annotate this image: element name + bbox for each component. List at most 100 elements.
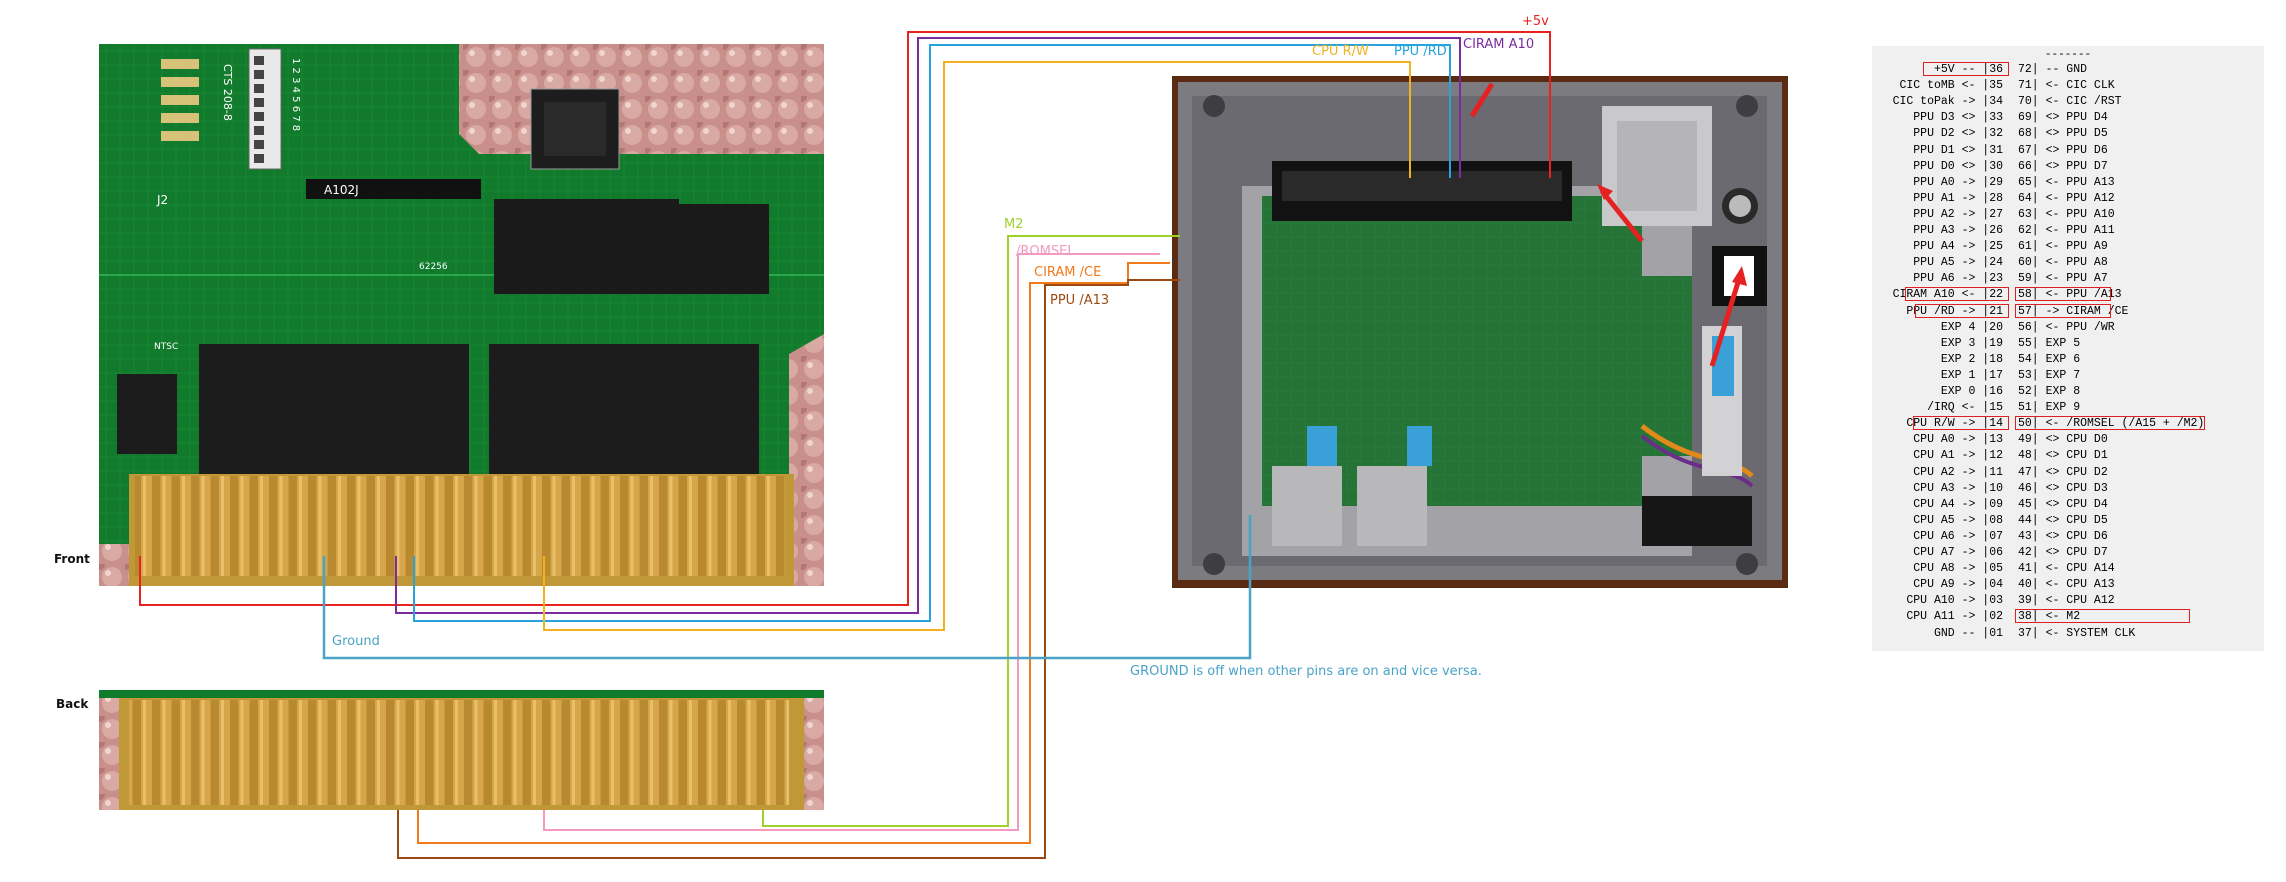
- pinout-row: EXP 3 |19 55| EXP 5: [1872, 336, 2264, 352]
- pin-right-cell: 58| <- PPU /A13: [2018, 288, 2122, 302]
- pin-highlight-box: [1923, 62, 2009, 76]
- pinout-row: PPU A2 -> |27 63| <- PPU A10: [1872, 207, 2264, 223]
- pinout-row: CPU A3 -> |10 46| <> CPU D3: [1872, 481, 2264, 497]
- pinout-row: CPU A11 -> |02 38| <- M2: [1872, 609, 2264, 625]
- pinout-row: PPU A4 -> |25 61| <- PPU A9: [1872, 239, 2264, 255]
- pin-left-cell: GND -- |01: [1933, 626, 2003, 640]
- pin-right-cell: 62| <- PPU A11: [2018, 224, 2115, 237]
- pin-right-cell: 50| <- /ROMSEL (/A15 + /M2): [2018, 417, 2205, 431]
- pin-right-cell: 39| <- CPU A12: [2018, 594, 2115, 608]
- pin-left-cell: PPU A2 -> |27: [1913, 207, 2003, 221]
- pin-left-cell: PPU A0 -> |29: [1913, 175, 2003, 189]
- pin-left-cell: EXP 1 |17: [1940, 368, 2003, 382]
- chip-id-label: A102J: [324, 183, 359, 197]
- cartridge-board-back-photo: [99, 690, 824, 810]
- pin-left-cell: EXP 3 |19: [1940, 336, 2003, 350]
- pin-right-cell: 57| -> CIRAM /CE: [2018, 304, 2129, 318]
- wire-label-ciram-a10: CIRAM A10: [1463, 37, 1535, 52]
- pin-left-cell: CPU A0 -> |13: [1913, 433, 2003, 447]
- pin-right-cell: 65| <- PPU A13: [2018, 175, 2115, 189]
- pin-highlight-box: [2015, 416, 2205, 431]
- pin-left-cell: CPU A11 -> |02: [1906, 610, 2003, 624]
- pin-right-cell: 46| <> CPU D3: [2018, 481, 2108, 495]
- dip-switch-label: CTS 208-8: [221, 64, 234, 121]
- pin-right-cell: 54| EXP 6: [2018, 352, 2081, 366]
- pin-left-cell: CIC toPak -> |34: [1892, 95, 2003, 109]
- pin-highlight-box: [2015, 609, 2190, 624]
- pin-right-cell: 63| <- PPU A10: [2018, 207, 2115, 221]
- pin-right-cell: 52| EXP 8: [2018, 385, 2081, 398]
- ntsc-label: NTSC: [154, 342, 178, 352]
- wire-romsel: [543, 253, 1160, 831]
- pin-left-cell: PPU D1 <> |31: [1913, 143, 2003, 157]
- pin-left-cell: PPU D3 <> |33: [1913, 111, 2003, 125]
- pin-right-cell: 44| <> CPU D5: [2018, 513, 2108, 527]
- pin-left-cell: +5V -- |36: [1933, 63, 2003, 76]
- pin-right-cell: 67| <> PPU D6: [2018, 143, 2108, 157]
- pin-right-cell: 69| <> PPU D4: [2018, 111, 2108, 125]
- pin-left-cell: CPU A10 -> |03: [1906, 594, 2003, 608]
- pin-right-cell: 38| <- M2: [2018, 610, 2081, 624]
- wire-label-ppu-a13: PPU /A13: [1050, 293, 1110, 308]
- pin-left-cell: PPU D0 <> |30: [1913, 159, 2003, 173]
- pin-right-cell: 51| EXP 9: [2018, 401, 2081, 415]
- wire-ciram-ce: [417, 262, 1170, 844]
- pin-left-cell: CPU A4 -> |09: [1913, 497, 2003, 511]
- pin-left-cell: PPU D2 <> |32: [1913, 127, 2003, 141]
- wire-plus5v: [139, 31, 1551, 606]
- pin-right-cell: 37| <- SYSTEM CLK: [2018, 626, 2136, 640]
- ground-note: GROUND is off when other pins are on and…: [1130, 664, 1482, 679]
- wire-cpu-rw: [543, 61, 1411, 631]
- pin-left-cell: PPU A5 -> |24: [1913, 256, 2003, 270]
- pin-right-cell: 53| EXP 7: [2018, 368, 2081, 382]
- pinout-row: PPU A0 -> |29 65| <- PPU A13: [1872, 175, 2264, 191]
- wire-ppu-a13: [397, 279, 1180, 859]
- wire-ciram-a10: [395, 37, 1461, 614]
- chip-62256-label: 62256: [419, 262, 448, 272]
- wire-ppu-rd: [413, 44, 1451, 622]
- pin-left-cell: CPU A1 -> |12: [1913, 449, 2003, 463]
- pin-left-cell: PPU A4 -> |25: [1913, 240, 2003, 254]
- pin-left-cell: CPU R/W -> |14: [1906, 417, 2003, 431]
- wire-ground: [322, 515, 1252, 660]
- pin-highlight-box: [2015, 287, 2111, 302]
- wire-label-plus5v: +5v: [1522, 14, 1549, 29]
- pin-right-cell: 56| <- PPU /WR: [2018, 320, 2115, 334]
- pinout-row: PPU D1 <> |31 67| <> PPU D6: [1872, 143, 2264, 159]
- pin-left-cell: PPU A6 -> |23: [1913, 272, 2003, 286]
- pin-left-cell: CPU A6 -> |07: [1913, 529, 2003, 543]
- pin-right-cell: 60| <- PPU A8: [2018, 256, 2108, 270]
- wire-label-ground: Ground: [332, 634, 380, 649]
- pin-right-cell: 61| <- PPU A9: [2018, 240, 2108, 254]
- pinout-row: EXP 1 |17 53| EXP 7: [1872, 368, 2264, 384]
- pin-right-cell: 47| <> CPU D2: [2018, 465, 2108, 479]
- pin-right-cell: 42| <> CPU D7: [2018, 546, 2108, 559]
- cartridge-board-front-photo: CTS 208-8 1 2 3 4 5 6 7 8 A102J J2 J3 NT…: [99, 44, 824, 586]
- pinout-row: CPU A10 -> |03 39| <- CPU A12: [1872, 593, 2264, 609]
- pin-highlight-box: [2015, 303, 2111, 318]
- pinout-row: CPU R/W -> |14 50| <- /ROMSEL (/A15 + /M2…: [1872, 416, 2264, 432]
- wire-label-cpu-rw: CPU R/W: [1312, 44, 1369, 59]
- pin-left-cell: CPU A3 -> |10: [1913, 481, 2003, 495]
- pin-right-cell: 55| EXP 5: [2018, 336, 2081, 350]
- pin-highlight-box: [1905, 287, 2009, 302]
